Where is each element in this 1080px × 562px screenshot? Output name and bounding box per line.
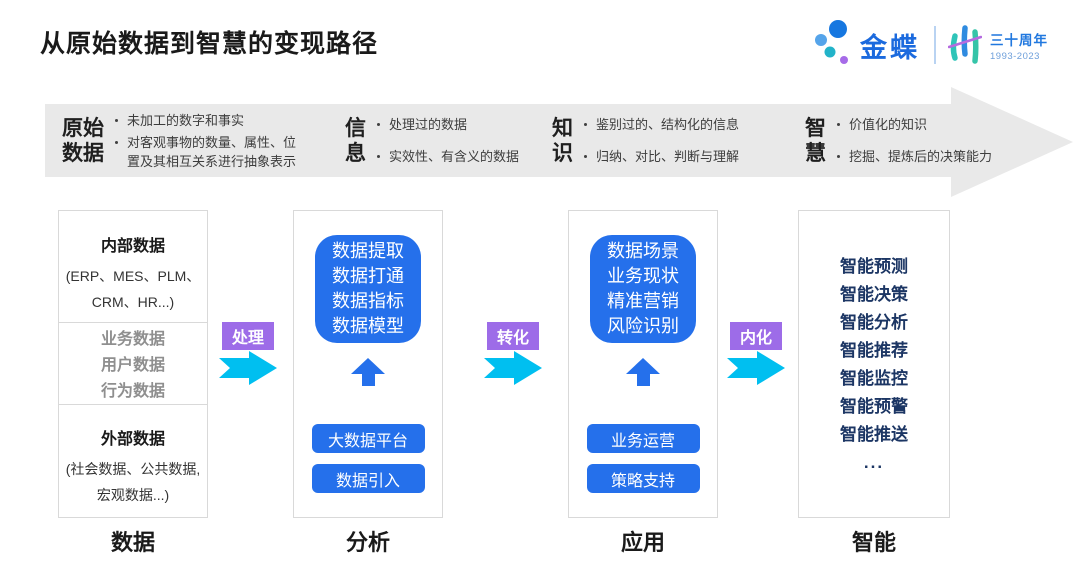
stage-bullet: 归纳、对比、判断与理解 xyxy=(596,149,740,164)
stage-label-line: 识 xyxy=(552,141,573,165)
bullet-dot-icon xyxy=(115,118,118,122)
intelligence-item: 智能预警 xyxy=(840,397,908,416)
bullet-dot-icon xyxy=(115,140,118,144)
intelligence-item: 智能分析 xyxy=(840,313,908,332)
external-data-section: 外部数据 (社会数据、公共数据, 宏观数据...) xyxy=(59,405,207,508)
intelligence-item: 智能监控 xyxy=(840,369,908,388)
application-core-item: 精准营销 xyxy=(607,291,679,311)
internalize-label: 内化 xyxy=(730,322,782,350)
data-type-item: 行为数据 xyxy=(100,383,165,400)
analysis-core-item: 数据打通 xyxy=(332,266,404,286)
data-column-caption: 数据 xyxy=(110,530,155,555)
external-data-kinds: 宏观数据...) xyxy=(96,487,170,503)
page-title: 从原始数据到智慧的变现路径 xyxy=(40,30,379,58)
strategy-support-pill: 策略支持 xyxy=(586,464,700,493)
application-column-caption: 应用 xyxy=(620,530,665,555)
bullet-dot-icon xyxy=(837,155,840,158)
bullet-dot-icon xyxy=(377,155,380,158)
transform-label: 转化 xyxy=(487,322,539,350)
bullet-dot-icon xyxy=(584,155,587,158)
stage-bullet: 对客观事物的数量、属性、位置及其相互关系进行抽象表示 xyxy=(127,134,297,169)
flow-arrow-icon xyxy=(219,351,277,385)
flow-arrow-icon xyxy=(727,351,785,385)
stage-label-line: 智 xyxy=(805,116,826,140)
thirty-mark-icon xyxy=(947,20,983,71)
internal-data-section: 内部数据 (ERP、MES、PLM、 CRM、HR...) xyxy=(59,211,207,323)
kingdee-logo: 金蝶 三十周年 1993-2023 xyxy=(814,16,1048,74)
application-core-item: 数据场景 xyxy=(607,241,679,261)
stage-bullet: 实效性、有含义的数据 xyxy=(389,149,520,164)
kingdee-dots-icon xyxy=(814,18,852,73)
intelligence-item: 智能推荐 xyxy=(840,341,908,360)
analysis-core-item: 数据提取 xyxy=(332,241,404,261)
analysis-column: 数据提取 数据打通 数据指标 数据模型 大数据平台 数据引入 xyxy=(293,210,443,518)
business-operation-pill: 业务运营 xyxy=(586,424,700,453)
banner-stage-wisdom: 智 慧 价值化的知识 挖掘、提炼后的决策能力 xyxy=(805,104,992,177)
banner-arrowhead-icon xyxy=(951,87,1073,197)
up-arrow-icon xyxy=(351,358,385,386)
intelligence-item: 智能推送 xyxy=(840,425,908,444)
stage-label-line: 息 xyxy=(345,141,366,165)
application-core-item: 业务现状 xyxy=(607,266,679,286)
up-arrow-icon xyxy=(626,358,660,386)
stage-label-line: 知 xyxy=(552,116,573,140)
analysis-core-item: 数据模型 xyxy=(332,316,404,336)
analysis-core-item: 数据指标 xyxy=(332,291,404,311)
data-column: 内部数据 (ERP、MES、PLM、 CRM、HR...) 业务数据 用户数据 … xyxy=(58,210,208,518)
bullet-dot-icon xyxy=(837,123,840,126)
logo-divider xyxy=(934,26,936,64)
stage-bullet: 处理过的数据 xyxy=(389,117,468,132)
middle-data-section: 业务数据 用户数据 行为数据 xyxy=(59,323,207,405)
flow-arrow-icon xyxy=(484,351,542,385)
big-data-platform-pill: 大数据平台 xyxy=(311,424,425,453)
stage-label-line: 数据 xyxy=(62,141,104,165)
kingdee-brand-text: 金蝶 xyxy=(860,32,920,63)
banner-stage-information: 信 息 处理过的数据 实效性、有含义的数据 xyxy=(345,104,519,177)
intelligence-ellipsis: ... xyxy=(863,453,885,472)
analysis-column-caption: 分析 xyxy=(345,530,390,555)
banner-stage-raw-data: 原始 数据 未加工的数字和事实 对客观事物的数量、属性、位置及其相互关系进行抽象… xyxy=(62,104,301,177)
internal-data-systems: CRM、HR...) xyxy=(91,294,175,310)
data-type-item: 用户数据 xyxy=(100,357,165,374)
bullet-dot-icon xyxy=(584,123,587,126)
anniversary-years: 1993-2023 xyxy=(990,50,1040,62)
intelligence-column: 智能预测 智能决策 智能分析 智能推荐 智能监控 智能预警 智能推送 ... xyxy=(798,210,950,518)
stage-label-line: 信 xyxy=(345,116,366,140)
intelligence-item: 智能预测 xyxy=(840,257,908,276)
stage-bullet: 挖掘、提炼后的决策能力 xyxy=(849,149,993,164)
application-core-box: 数据场景 业务现状 精准营销 风险识别 xyxy=(590,235,696,343)
data-import-pill: 数据引入 xyxy=(311,464,425,493)
external-data-title: 外部数据 xyxy=(100,431,165,448)
intelligence-item: 智能决策 xyxy=(840,285,908,304)
application-core-item: 风险识别 xyxy=(607,316,679,336)
banner-body xyxy=(45,104,953,177)
stage-bullet: 鉴别过的、结构化的信息 xyxy=(596,117,740,132)
internal-data-title: 内部数据 xyxy=(100,238,165,255)
external-data-kinds: (社会数据、公共数据, xyxy=(65,461,201,477)
stage-label-line: 原始 xyxy=(62,116,104,140)
data-type-item: 业务数据 xyxy=(100,331,165,348)
intelligence-column-caption: 智能 xyxy=(851,530,896,555)
anniversary-text: 三十周年 xyxy=(990,32,1048,48)
stage-bullet: 价值化的知识 xyxy=(849,117,928,132)
application-column: 数据场景 业务现状 精准营销 风险识别 业务运营 策略支持 xyxy=(568,210,718,518)
stage-label-line: 慧 xyxy=(805,141,826,165)
internal-data-systems: (ERP、MES、PLM、 xyxy=(65,268,201,284)
bullet-dot-icon xyxy=(377,123,380,126)
stage-bullet: 未加工的数字和事实 xyxy=(127,112,245,128)
analysis-core-box: 数据提取 数据打通 数据指标 数据模型 xyxy=(315,235,421,343)
process-label: 处理 xyxy=(222,322,274,350)
banner-stage-knowledge: 知 识 鉴别过的、结构化的信息 归纳、对比、判断与理解 xyxy=(552,104,739,177)
